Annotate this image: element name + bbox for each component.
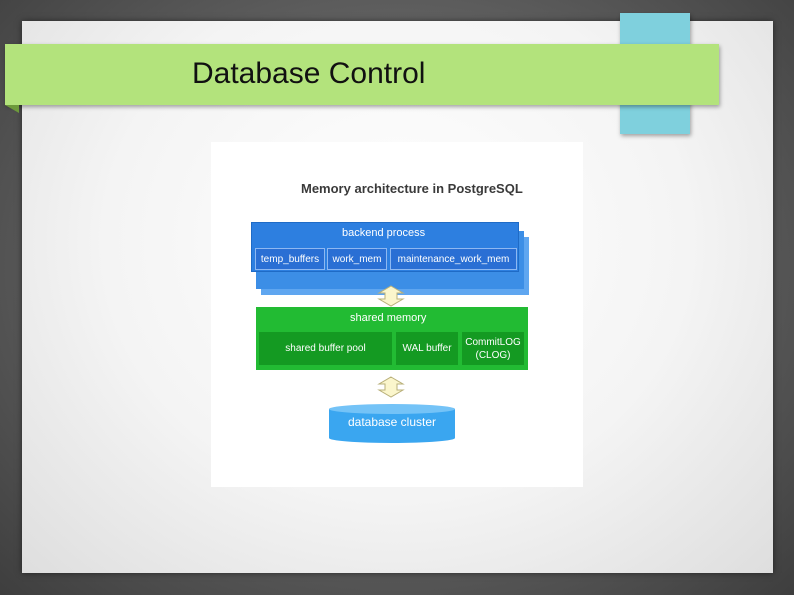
work-mem-cell: work_mem (327, 248, 387, 270)
slide-title: Database Control (192, 57, 426, 90)
shared-memory-box: shared memory shared buffer pool WAL buf… (256, 307, 528, 370)
commit-log-line1: CommitLOG (465, 336, 521, 348)
architecture-figure: Memory architecture in PostgreSQL backen… (211, 142, 583, 487)
database-cluster-label: database cluster (347, 415, 437, 429)
banner-fold (5, 105, 19, 113)
database-cylinder-icon (329, 404, 455, 443)
backend-process-box: backend process temp_buffers work_mem ma… (251, 222, 519, 272)
figure-title: Memory architecture in PostgreSQL (301, 181, 523, 196)
commit-log-line2: (CLOG) (475, 349, 511, 361)
maintenance-work-mem-cell: maintenance_work_mem (390, 248, 517, 270)
double-arrow-icon (377, 285, 405, 307)
double-arrow-icon (377, 376, 405, 398)
commit-log-cell: CommitLOG (CLOG) (462, 332, 524, 365)
shared-memory-label: shared memory (350, 312, 427, 324)
database-cluster-cylinder: database cluster (329, 404, 455, 444)
shared-buffer-pool-cell: shared buffer pool (259, 332, 392, 365)
temp-buffers-cell: temp_buffers (255, 248, 325, 270)
title-banner (5, 44, 719, 105)
wal-buffer-cell: WAL buffer (396, 332, 458, 365)
backend-process-label: backend process (342, 227, 426, 239)
